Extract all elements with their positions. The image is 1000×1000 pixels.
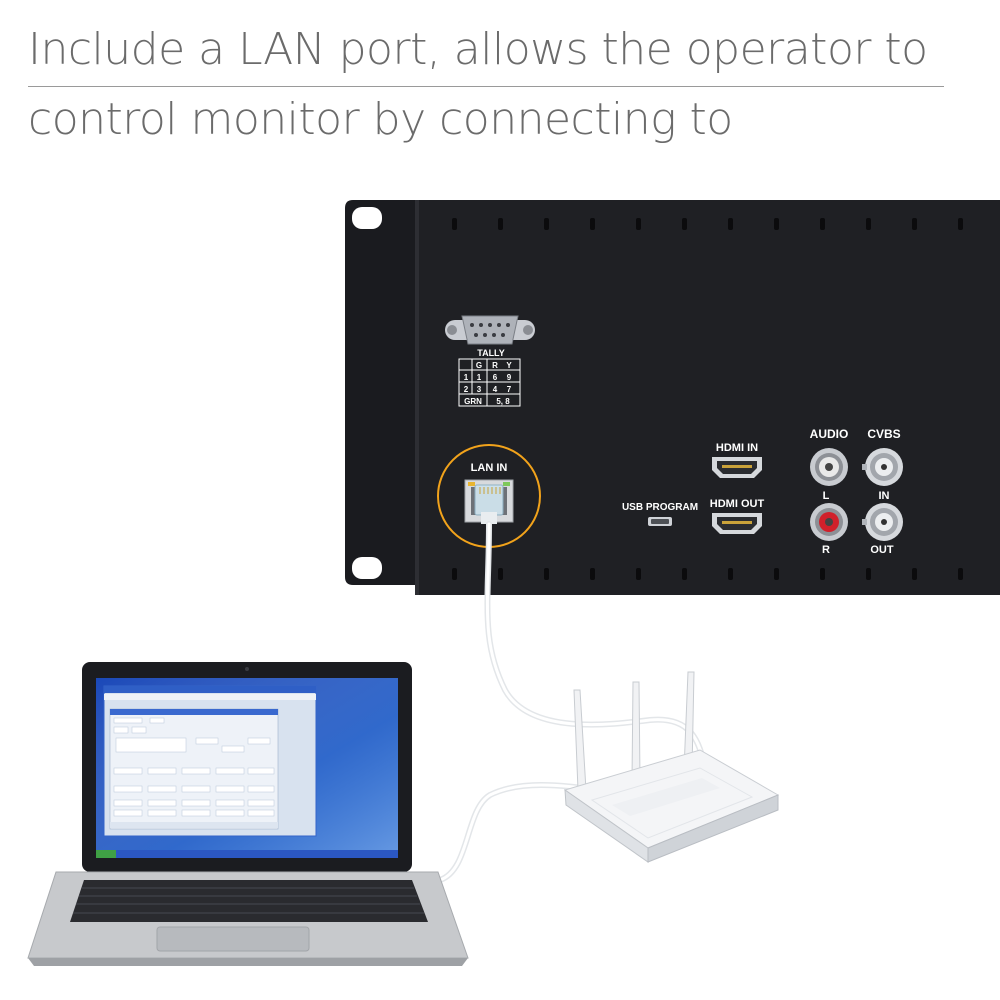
hdmi-out-label: HDMI OUT	[710, 498, 765, 510]
tally-cell: 3	[477, 385, 482, 394]
tally-cell: 4	[493, 385, 498, 394]
rack-ear-hole-top	[352, 207, 382, 229]
rack-ear-hole-bottom	[352, 557, 382, 579]
wifi-router-icon	[563, 671, 780, 863]
panel-body	[415, 200, 1000, 595]
vent-slots-top	[452, 218, 963, 230]
rca-right-connector	[810, 503, 848, 541]
rca-left-connector	[810, 448, 848, 486]
audio-l-label: L	[823, 490, 830, 502]
usb-label: USB PROGRAM	[622, 502, 698, 513]
tally-cell: GRN	[464, 397, 482, 406]
bnc-in-connector	[862, 448, 903, 486]
tally-cell: 1	[464, 373, 469, 382]
hdmi-out-port: HDMI OUT	[710, 498, 765, 534]
audio-rca-ports: AUDIO L R	[810, 427, 849, 556]
lan-port: LAN IN	[437, 444, 541, 548]
tally-cell: 2	[464, 385, 469, 394]
tally-cell: 1	[477, 373, 482, 382]
tally-header-r: R	[492, 361, 498, 370]
headline-line-2: control monitor by connecting to	[28, 94, 733, 145]
headline-rule	[28, 86, 944, 87]
cvbs-label: CVBS	[867, 427, 900, 441]
headline-line-1: Include a LAN port, allows the operator …	[28, 24, 928, 75]
tally-cell: 9	[507, 373, 512, 382]
cvbs-in-label: IN	[879, 490, 890, 502]
cvbs-bnc-ports: CVBS IN OUT	[862, 427, 903, 556]
audio-r-label: R	[822, 544, 830, 556]
tally-table: TALLY G R Y 1 1 6 9 2 3 4 7 GRN 5, 8	[458, 348, 521, 407]
laptop-keyboard	[70, 880, 428, 922]
tally-header-g: G	[476, 361, 482, 370]
tally-cell: 6	[493, 373, 498, 382]
tally-db9-connector	[445, 315, 535, 345]
tally-title: TALLY	[477, 348, 505, 358]
laptop-trackpad	[156, 926, 310, 952]
cvbs-out-label: OUT	[870, 544, 894, 556]
usb-program-port: USB PROGRAM	[622, 502, 698, 526]
tally-cell: 7	[507, 385, 512, 394]
laptop-icon	[27, 662, 469, 966]
hdmi-in-port: HDMI IN	[712, 442, 762, 478]
vent-slots-bottom	[452, 568, 963, 580]
tally-cell: 5, 8	[496, 397, 510, 406]
hdmi-in-label: HDMI IN	[716, 442, 758, 454]
bnc-out-connector	[862, 503, 903, 541]
lan-label: LAN IN	[471, 462, 508, 474]
tally-header-y: Y	[506, 361, 512, 370]
control-software-window	[103, 685, 317, 837]
rear-panel: TALLY G R Y 1 1 6 9 2 3 4 7 GRN 5, 8 LAN…	[345, 200, 1000, 595]
rack-ear	[345, 200, 420, 585]
audio-label: AUDIO	[810, 427, 849, 441]
